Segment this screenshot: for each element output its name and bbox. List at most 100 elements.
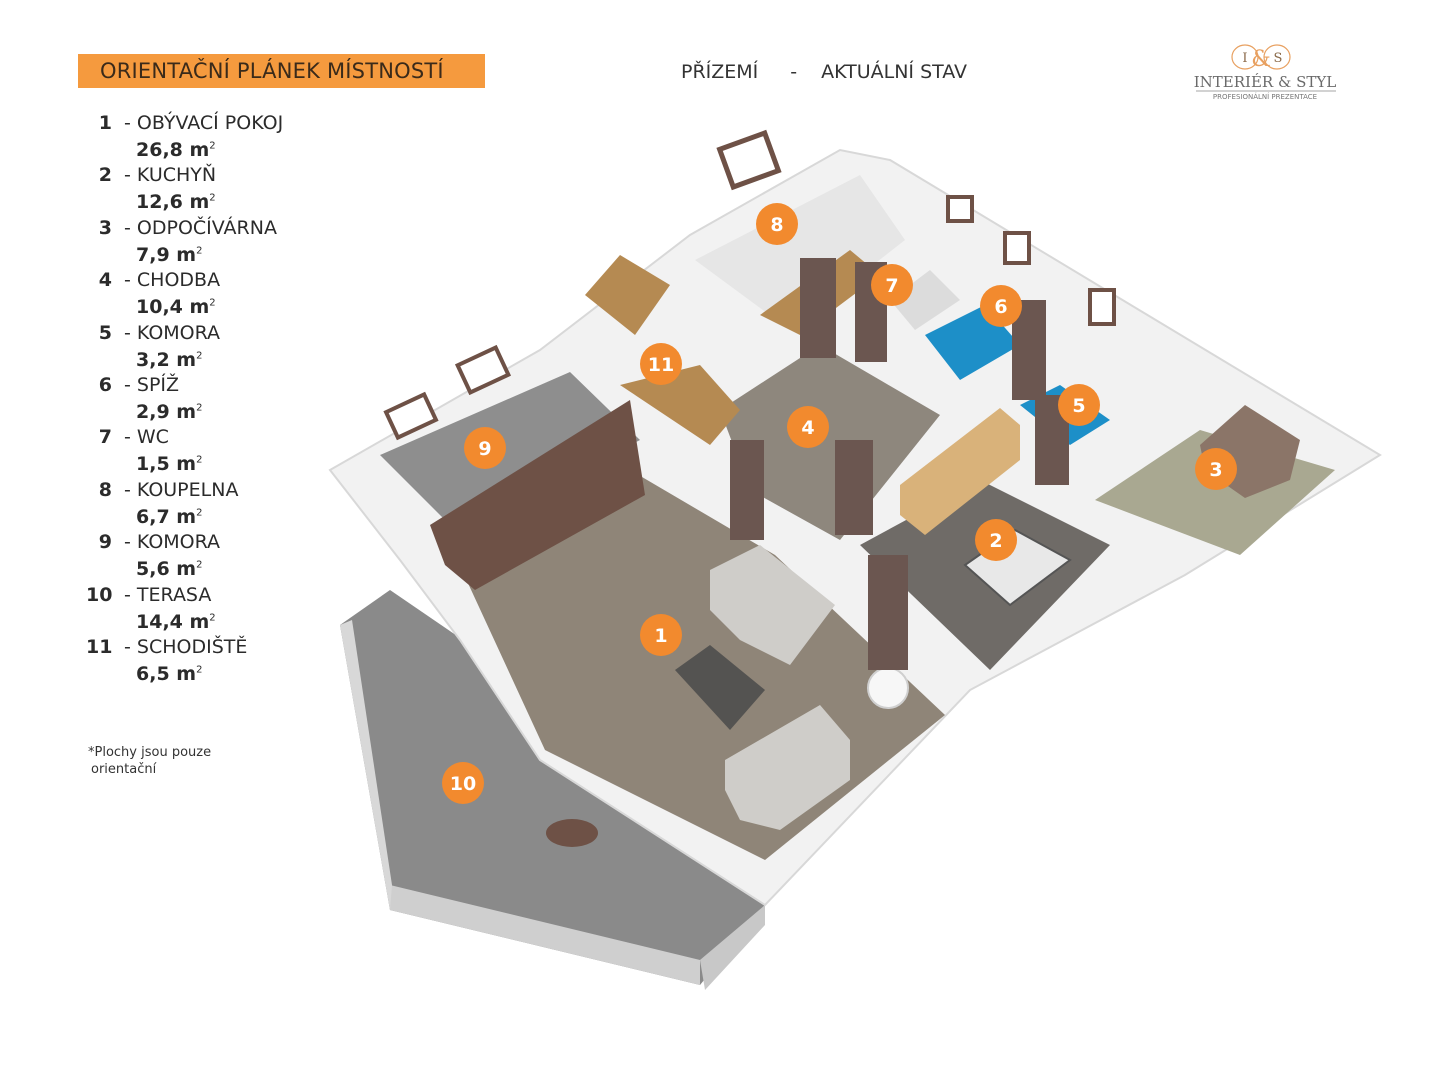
legend-number: 11 bbox=[86, 635, 113, 658]
area-disclaimer-line-1: *Plochy jsou pouze bbox=[88, 745, 212, 760]
legend-number: 4 bbox=[98, 269, 112, 292]
room-bathroom-floor bbox=[695, 175, 905, 330]
room-hallway-floor bbox=[720, 345, 940, 540]
legend-room-name: - KOMORA bbox=[124, 531, 221, 554]
room-marker-8: 8 bbox=[756, 203, 798, 245]
logo-tagline: PROFESIONÁLNÍ PREZENTACE bbox=[1213, 92, 1317, 101]
logo-ring-left bbox=[1231, 44, 1259, 70]
legend-area-value: 14,4 m bbox=[136, 610, 210, 633]
legend-room-area: 2,9 m2 bbox=[136, 401, 202, 423]
legend-room-name: - OBÝVACÍ POKOJ bbox=[124, 112, 284, 134]
room-marker-5: 5 bbox=[1058, 384, 1100, 426]
legend-area-exponent: 2 bbox=[196, 664, 203, 676]
room-marker-label: 9 bbox=[478, 438, 491, 460]
legend-room-name: - KOUPELNA bbox=[124, 478, 239, 501]
room-marker-label: 11 bbox=[648, 354, 674, 376]
door-bathroom bbox=[800, 258, 836, 358]
room-marker-label: 10 bbox=[450, 773, 476, 795]
legend-room-area: 12,6 m2 bbox=[136, 191, 216, 213]
kitchen-counter bbox=[900, 408, 1020, 535]
legend-number: 10 bbox=[86, 583, 113, 606]
room-marker-label: 7 bbox=[885, 275, 898, 297]
coffee-table bbox=[675, 645, 765, 730]
area-disclaimer-line-2: orientační bbox=[91, 762, 157, 777]
legend-number: 3 bbox=[98, 216, 112, 239]
floor-lamp bbox=[867, 667, 909, 709]
room-marker-label: 2 bbox=[989, 530, 1002, 552]
legend-room-area: 1,5 m2 bbox=[136, 453, 202, 475]
logo-ring-right bbox=[1263, 44, 1291, 70]
legend-area-exponent: 2 bbox=[196, 455, 203, 467]
legend-area-exponent: 2 bbox=[196, 402, 203, 414]
legend-area-value: 2,9 m bbox=[136, 400, 197, 423]
legend-room-name: - SPÍŽ bbox=[124, 373, 180, 396]
room-marker-badge bbox=[980, 285, 1022, 327]
legend-room-name: - TERASA bbox=[124, 583, 212, 606]
plan-title-banner: ORIENTAČNÍ PLÁNEK MÍSTNOSTÍ bbox=[78, 54, 485, 88]
window bbox=[1088, 288, 1116, 326]
legend-area-value: 5,6 m bbox=[136, 558, 197, 581]
legend-room-area: 5,6 m2 bbox=[136, 558, 202, 580]
room-marker-2: 2 bbox=[975, 519, 1017, 561]
living-sofa-upper bbox=[710, 545, 835, 665]
room-marker-7: 7 bbox=[871, 264, 913, 306]
legend-area-value: 6,5 m bbox=[136, 662, 197, 685]
room-marker-badge bbox=[756, 203, 798, 245]
legend-room-area: 3,2 m2 bbox=[136, 349, 202, 371]
legend-area-value: 6,7 m bbox=[136, 505, 197, 528]
legend-room-area: 6,5 m2 bbox=[136, 663, 202, 685]
interier-styl-logo: I & S INTERIÉR & STYL PROFESIONÁLNÍ PREZ… bbox=[1194, 44, 1336, 101]
legend-area-value: 26,8 m bbox=[136, 139, 210, 161]
legend-number: 7 bbox=[98, 426, 112, 449]
door-hall-front bbox=[835, 440, 873, 535]
room-marker-1: 1 bbox=[640, 614, 682, 656]
legend-area-value: 3,2 m bbox=[136, 348, 197, 371]
terrace-floor bbox=[340, 590, 770, 985]
room-marker-6: 6 bbox=[980, 285, 1022, 327]
staircase-upper bbox=[585, 255, 670, 335]
staircase-lower bbox=[620, 365, 740, 445]
area-disclaimer: *Plochy jsou pouze orientační bbox=[88, 744, 248, 778]
terrace-railing bbox=[390, 885, 700, 985]
legend-area-exponent: 2 bbox=[209, 193, 216, 205]
legend-room-name: - ODPOČÍVÁRNA bbox=[124, 216, 277, 239]
room-marker-label: 8 bbox=[770, 214, 783, 236]
legend-room-area: 14,4 m2 bbox=[136, 611, 216, 633]
floor-heading: PŘÍZEMÍ-AKTUÁLNÍ STAV bbox=[681, 61, 967, 83]
floor-state: AKTUÁLNÍ STAV bbox=[821, 61, 968, 83]
legend-area-exponent: 2 bbox=[209, 612, 216, 624]
door-hallway bbox=[730, 440, 764, 540]
legend-area-exponent: 2 bbox=[209, 297, 216, 309]
patio-table bbox=[546, 819, 598, 847]
room-marker-badge bbox=[787, 406, 829, 448]
legend-number: 5 bbox=[98, 321, 112, 344]
legend-area-exponent: 2 bbox=[196, 507, 203, 519]
room-marker-badge bbox=[442, 762, 484, 804]
terrace-front-railing bbox=[700, 905, 765, 990]
legend-number: 6 bbox=[98, 373, 112, 396]
room-marker-label: 5 bbox=[1072, 395, 1085, 417]
window bbox=[716, 129, 782, 191]
legend-room-name: - KUCHYŇ bbox=[124, 164, 217, 187]
room-marker-badge bbox=[871, 264, 913, 306]
window bbox=[454, 344, 512, 396]
living-bookshelf bbox=[430, 400, 645, 590]
room-marker-badge bbox=[464, 427, 506, 469]
legend-item: 9 - KOMORA 5,6 m2 bbox=[86, 531, 366, 583]
room-marker-label: 6 bbox=[994, 296, 1007, 318]
legend-item: 2 - KUCHYŇ 12,6 m2 bbox=[86, 164, 366, 216]
door-kitchen bbox=[868, 555, 908, 670]
window bbox=[383, 391, 439, 441]
room-marker-9: 9 bbox=[464, 427, 506, 469]
room-marker-label: 1 bbox=[654, 625, 667, 647]
legend-number: 9 bbox=[98, 531, 112, 554]
